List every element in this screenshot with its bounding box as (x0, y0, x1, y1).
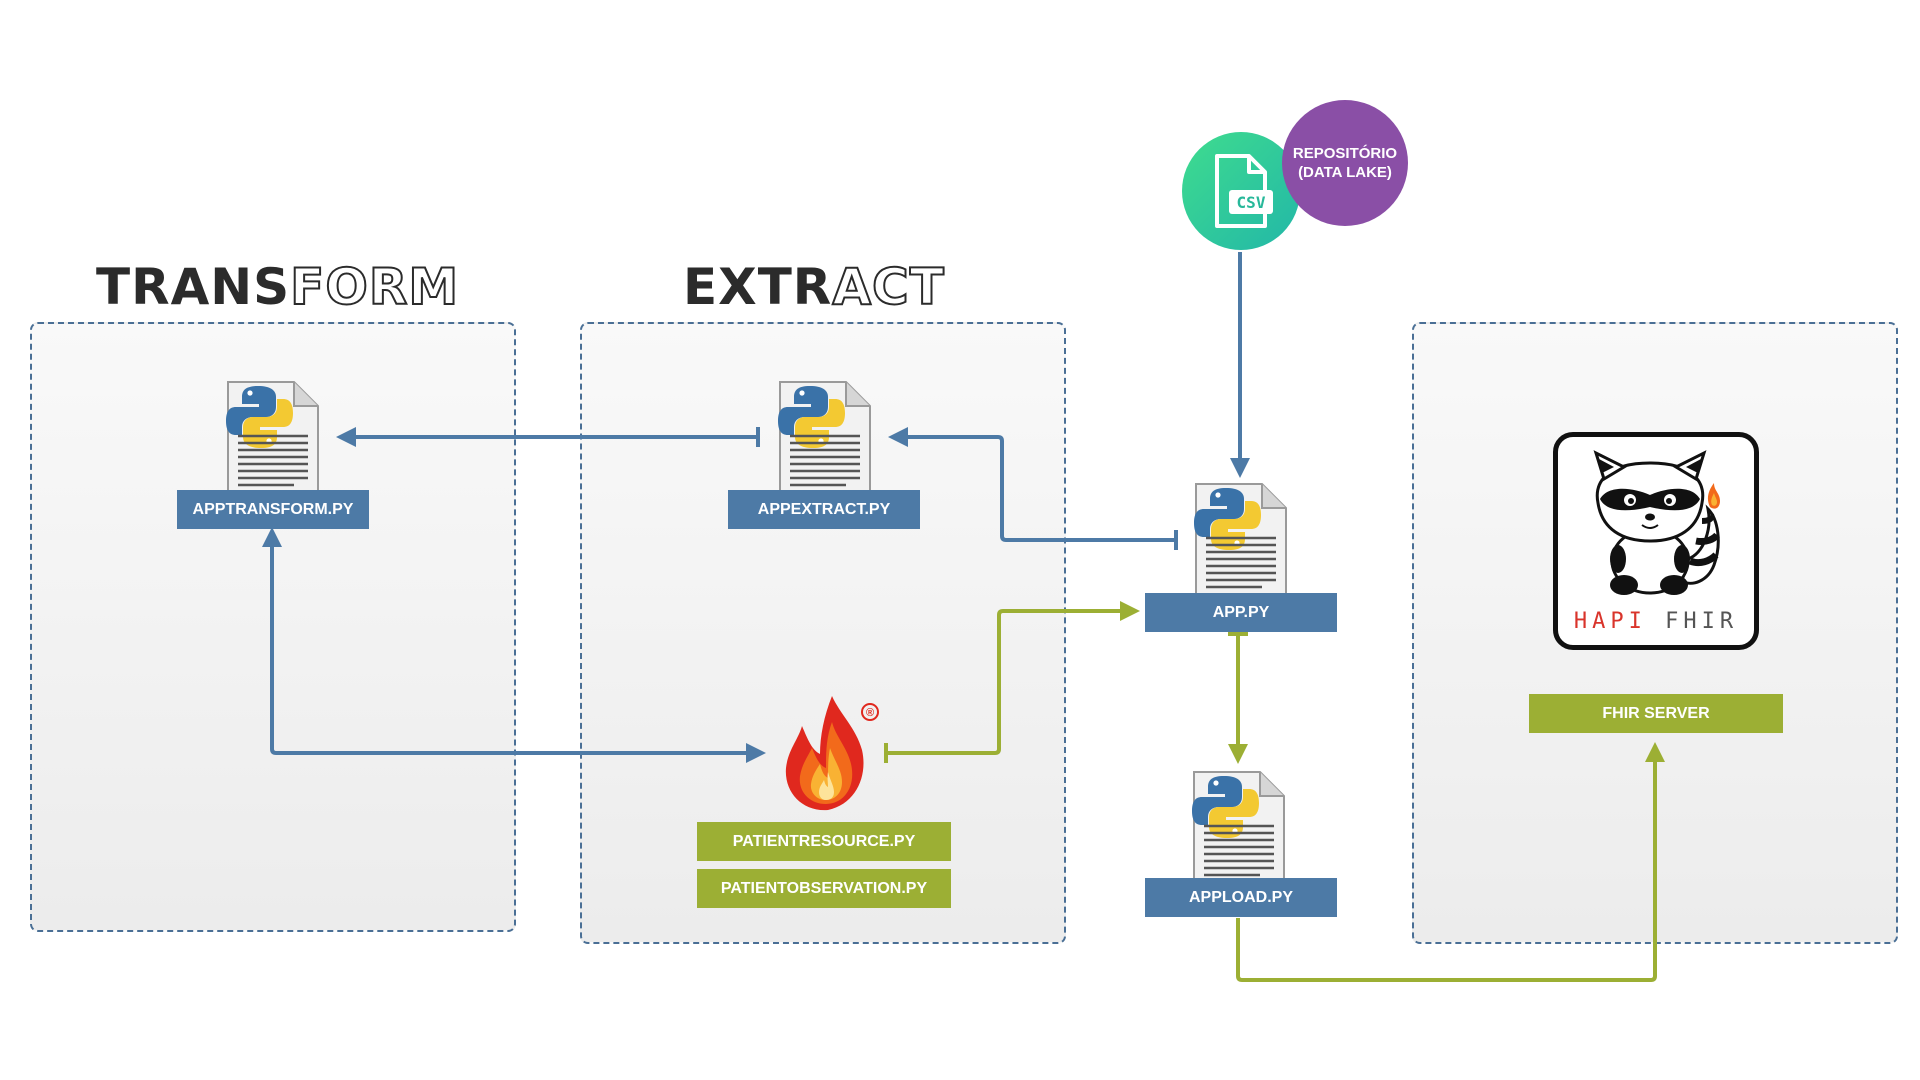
connector-appextract-to-apptransform (336, 427, 760, 447)
patientobservation-label: PATIENTOBSERVATION.PY (697, 869, 951, 908)
apptransform-label: APPTRANSFORM.PY (177, 490, 369, 529)
csv-source-circle: CSV (1182, 132, 1300, 250)
repository-line2: (DATA LAKE) (1298, 164, 1392, 181)
hapi-word: HAPI (1573, 609, 1647, 634)
repository-circle: REPOSITÓRIO (DATA LAKE) (1282, 100, 1408, 226)
transform-heading: TRANSFORM (96, 261, 459, 313)
fhir-server-label: FHIR SERVER (1529, 694, 1783, 733)
transform-heading-outline: FORM (289, 258, 460, 316)
registered-mark: ® (866, 707, 874, 719)
fhir-word: FHIR (1665, 609, 1739, 634)
fhir-flame-icon: ® (785, 696, 879, 811)
app-label: APP.PY (1145, 593, 1337, 632)
connector-patientresource-to-app (884, 601, 1140, 763)
transform-heading-solid: TRANS (96, 258, 291, 316)
extract-heading-solid: EXTR (683, 258, 833, 316)
connector-app-to-appload (1228, 632, 1248, 764)
python-file-icon (226, 381, 319, 495)
extract-heading-outline: ACT (831, 258, 945, 316)
repository-line1: REPOSITÓRIO (1292, 145, 1398, 162)
connector-apptransform-to-patientresource (262, 527, 766, 763)
python-file-icon (1192, 771, 1285, 885)
patientresource-label: PATIENTRESOURCE.PY (697, 822, 951, 861)
python-file-icon (778, 381, 871, 495)
connector-app-to-appextract (888, 427, 1178, 550)
appextract-label: APPEXTRACT.PY (728, 490, 920, 529)
appload-label: APPLOAD.PY (1145, 878, 1337, 917)
hapi-fhir-logo: HAPI FHIR (1553, 432, 1759, 650)
connector-appload-to-fhir-server (1236, 742, 1665, 982)
python-file-icon (1194, 483, 1287, 597)
csv-text: CSV (1237, 193, 1266, 212)
extract-heading: EXTRACT (683, 261, 945, 313)
raccoon-mascot-icon (1593, 450, 1720, 595)
csv-file-icon: CSV (1215, 154, 1273, 228)
hapi-fhir-wordmark: HAPI FHIR (1558, 609, 1754, 634)
